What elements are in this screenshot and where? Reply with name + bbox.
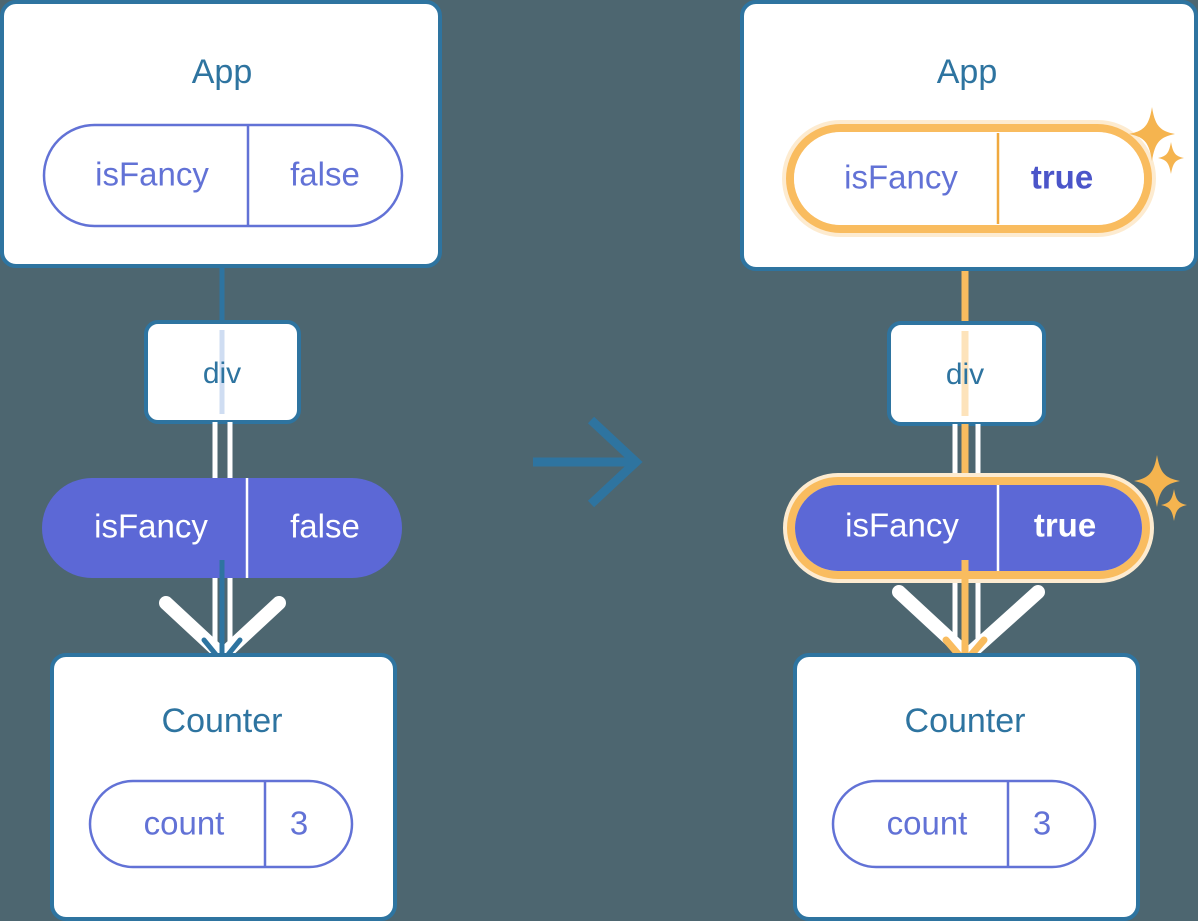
prop-pill-key-before: isFancy — [94, 508, 208, 545]
app-state-value-after: true — [1031, 159, 1093, 196]
app-box-before: App isFancy false — [0, 0, 442, 268]
prop-pill-value-before: false — [290, 508, 360, 545]
sparkle-icon-prop — [1134, 455, 1187, 521]
app-state-key-before: isFancy — [95, 156, 209, 193]
app-state-pill-after: isFancy true — [782, 120, 1156, 237]
prop-pill-key-after: isFancy — [845, 507, 959, 544]
counter-state-key-after: count — [887, 805, 968, 842]
div-box-after: div — [887, 321, 1046, 426]
app-box-after: App isFancy true — [740, 0, 1198, 271]
app-state-pill-before: isFancy false — [42, 123, 404, 228]
prop-pill-after: isFancy true — [783, 455, 1187, 583]
counter-state-pill-after: count 3 — [831, 779, 1097, 869]
counter-state-value-after: 3 — [1033, 805, 1051, 842]
transition-arrow-icon — [533, 416, 643, 508]
div-label-before: div — [203, 357, 241, 390]
counter-title-before: Counter — [162, 702, 283, 740]
sparkle-icon-app — [1129, 107, 1184, 174]
counter-box-after: Counter count 3 — [793, 653, 1140, 921]
after-diagram: App isFancy true div — [740, 0, 1198, 921]
counter-state-pill-before: count 3 — [88, 779, 354, 869]
app-title-before: App — [192, 53, 253, 91]
counter-state-value-before: 3 — [290, 805, 308, 842]
counter-title-after: Counter — [905, 702, 1026, 740]
pill-highlight-ring-app — [786, 124, 1152, 233]
counter-state-key-before: count — [144, 805, 225, 842]
before-diagram: App isFancy false div — [0, 0, 442, 921]
app-title-after: App — [937, 53, 998, 91]
app-state-value-before: false — [290, 156, 360, 193]
counter-box-before: Counter count 3 — [50, 653, 397, 921]
prop-pill-value-after: true — [1034, 507, 1096, 544]
app-state-key-after: isFancy — [844, 159, 958, 196]
div-label-after: div — [946, 358, 984, 391]
prop-pill-before: isFancy false — [42, 478, 402, 578]
div-box-before: div — [144, 320, 301, 424]
